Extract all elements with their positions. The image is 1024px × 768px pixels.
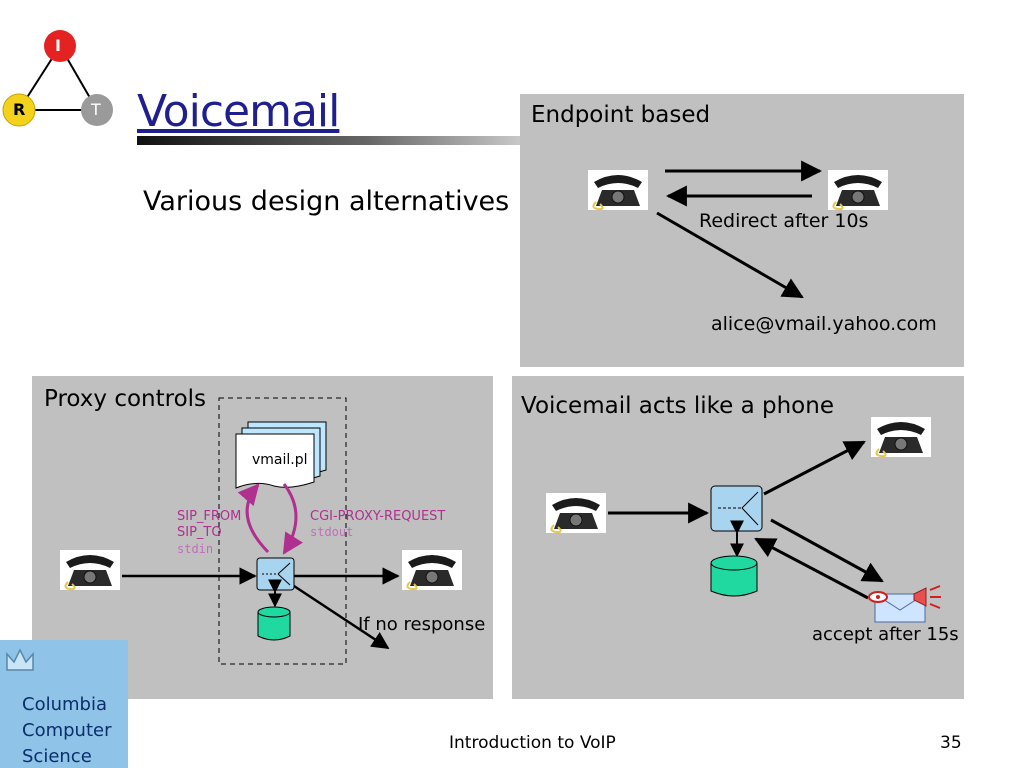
crown-icon [4,646,36,674]
proxy-dashed-boundary [218,397,347,665]
irt-logo: I R T [0,28,120,138]
vm-caller-phone-icon [545,492,607,534]
columbia-logo: Columbia Computer Science [0,640,128,768]
title-underline-bar [137,136,520,145]
proxy-heading: Proxy controls [44,386,207,412]
org-line-1: Columbia [22,694,107,715]
page-number: 35 [940,733,962,753]
no-response-label: If no response [358,614,486,635]
proxy-database-icon [257,606,291,641]
slide-title: Voicemail [137,86,340,137]
vm-forward-arrow [763,440,866,496]
proxy-server-icon [256,557,295,591]
org-line-3: Science [22,746,92,767]
script-document-icon [235,421,327,489]
endpoint-heading: Endpoint based [531,102,711,128]
env-var-sip-from: SIP_FROM [177,509,242,524]
endpoint-voicemail-arrow [656,211,804,299]
vm-callee-phone-icon [870,416,932,458]
vm-database-icon [710,555,758,597]
redirect-label: Redirect after 10s [699,210,869,232]
cgi-request-arrow [282,483,303,555]
cgi-request-label: CGI-PROXY-REQUEST [310,509,446,524]
endpoint-callee-phone-icon [827,169,889,211]
footer-title: Introduction to VoIP [449,733,616,753]
endpoint-caller-phone-icon [587,169,649,211]
vm-accept-arrow [754,537,869,600]
vm-proxy-server-icon [710,485,763,532]
org-line-2: Computer [22,720,112,741]
logo-letter-t: T [91,100,101,119]
vm-to-mailbox-arrow [770,518,884,583]
stdout-label: stdout [310,525,354,539]
voicemail-phone-heading: Voicemail acts like a phone [521,393,834,419]
proxy-no-response-arrow [293,584,390,650]
slide-subtitle: Various design alternatives [143,186,510,217]
script-name: vmail.pl [252,452,308,468]
voicemail-envelope-icon [868,585,941,623]
stdin-label: stdin [177,542,214,556]
env-var-sip-to: SIP_TO [177,525,222,540]
accept-label: accept after 15s [812,624,959,645]
logo-letter-i: I [55,36,61,55]
voicemail-address: alice@vmail.yahoo.com [711,313,937,335]
endpoint-panel [520,94,964,367]
proxy-caller-phone-icon [59,549,121,591]
sip-env-arrow [237,483,270,554]
logo-letter-r: R [13,100,26,119]
proxy-callee-phone-icon [401,549,463,591]
